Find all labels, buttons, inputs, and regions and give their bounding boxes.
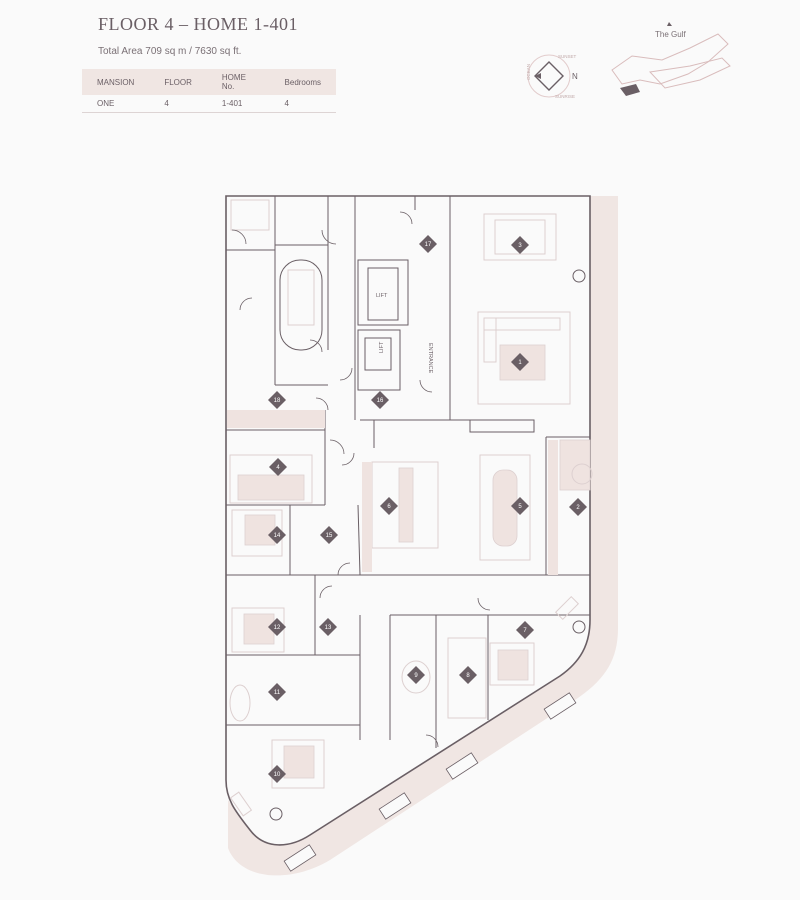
room-marker[interactable]: 11	[268, 683, 286, 701]
doors	[231, 211, 491, 748]
column	[269, 807, 283, 821]
header-floor: FLOOR	[149, 69, 207, 95]
stair-treads	[287, 269, 315, 326]
svg-text:6: 6	[387, 504, 391, 510]
room-marker[interactable]: 2	[569, 498, 587, 516]
room-marker[interactable]: 15	[320, 526, 338, 544]
total-area: Total Area 709 sq m / 7630 sq ft.	[98, 46, 242, 57]
lift-car-lower	[364, 337, 392, 371]
lift-car-upper	[367, 267, 399, 321]
compass-diamond	[534, 61, 564, 91]
compass-left-label: OCEAN	[526, 64, 531, 80]
entrance-label: ENTRANCE	[427, 343, 433, 374]
key-plan: The Gulf	[611, 22, 731, 96]
svg-text:11: 11	[274, 690, 281, 696]
column	[572, 269, 586, 283]
svg-text:7: 7	[523, 628, 527, 634]
lift-shaft-upper	[357, 259, 409, 326]
svg-text:2: 2	[576, 505, 580, 511]
terrace-windows	[283, 692, 577, 872]
value-bedrooms: 4	[269, 95, 336, 113]
svg-text:14: 14	[274, 533, 281, 539]
room-marker[interactable]: 6	[380, 497, 398, 515]
header-mansion: MANSION	[82, 69, 150, 95]
svg-text:4: 4	[276, 465, 280, 471]
room-markers: 1 2 3 4 5 6 7 8 9 10 11 12 13 14 15 16 1…	[268, 235, 587, 783]
header-bedrooms: Bedrooms	[269, 69, 336, 95]
keyplan-label: The Gulf	[655, 30, 686, 39]
room-marker[interactable]: 1	[511, 353, 529, 371]
keyplan-highlight	[620, 84, 640, 96]
value-home-no: 1-401	[206, 95, 270, 113]
svg-text:8: 8	[466, 673, 470, 679]
compass-pointer-icon	[535, 73, 541, 79]
page-title: FLOOR 4 – HOME 1-401	[98, 14, 299, 34]
compass-bottom-label: SUNRISE	[555, 94, 575, 99]
room-marker[interactable]: 17	[419, 235, 437, 253]
header-home-no: HOME No.	[206, 69, 270, 95]
room-marker[interactable]: 16	[371, 391, 389, 409]
svg-text:12: 12	[274, 625, 281, 631]
keyplan-outline	[611, 33, 729, 85]
compass-north: N	[572, 72, 578, 81]
lift-label-upper: LIFT	[376, 293, 388, 299]
lift-shaft-lower	[357, 329, 401, 391]
room-marker[interactable]: 12	[268, 618, 286, 636]
info-value-row: ONE 4 1-401 4	[82, 95, 336, 113]
svg-text:1: 1	[518, 360, 522, 366]
compass-ring	[527, 54, 571, 98]
room-marker[interactable]: 7	[516, 621, 534, 639]
compass: N SUNSET OCEAN SUNRISE	[526, 54, 578, 99]
room-marker[interactable]: 10	[268, 765, 286, 783]
room-marker[interactable]: 3	[511, 236, 529, 254]
terrace-band	[228, 196, 618, 876]
value-floor: 4	[149, 95, 207, 113]
room-marker[interactable]: 14	[268, 526, 286, 544]
svg-text:17: 17	[425, 242, 432, 248]
svg-text:18: 18	[274, 398, 281, 404]
svg-text:10: 10	[274, 772, 281, 778]
value-mansion: ONE	[82, 95, 150, 113]
svg-text:16: 16	[377, 398, 384, 404]
room-marker[interactable]: 9	[407, 666, 425, 684]
interior-walls	[226, 196, 590, 748]
info-header-row: MANSION FLOOR HOME No. Bedrooms	[82, 69, 336, 95]
svg-text:9: 9	[414, 673, 418, 679]
home-info-table: MANSION FLOOR HOME No. Bedrooms ONE 4 1-…	[82, 69, 336, 113]
room-marker[interactable]: 4	[269, 458, 287, 476]
svg-text:3: 3	[518, 243, 522, 249]
stair-well	[279, 259, 323, 351]
svg-text:5: 5	[518, 504, 522, 510]
room-marker[interactable]: 8	[459, 666, 477, 684]
column	[572, 620, 586, 634]
svg-text:13: 13	[325, 625, 332, 631]
room-marker[interactable]: 18	[268, 391, 286, 409]
svg-text:15: 15	[326, 533, 333, 539]
furniture	[227, 199, 593, 817]
room-marker[interactable]: 5	[511, 497, 529, 515]
compass-top-label: SUNSET	[558, 54, 577, 59]
keyplan-outline-lower	[648, 57, 731, 89]
lift-label-lower: LIFT	[379, 341, 385, 353]
exterior-wall	[225, 195, 591, 846]
north-arrow-icon	[667, 22, 672, 26]
room-marker[interactable]: 13	[319, 618, 337, 636]
